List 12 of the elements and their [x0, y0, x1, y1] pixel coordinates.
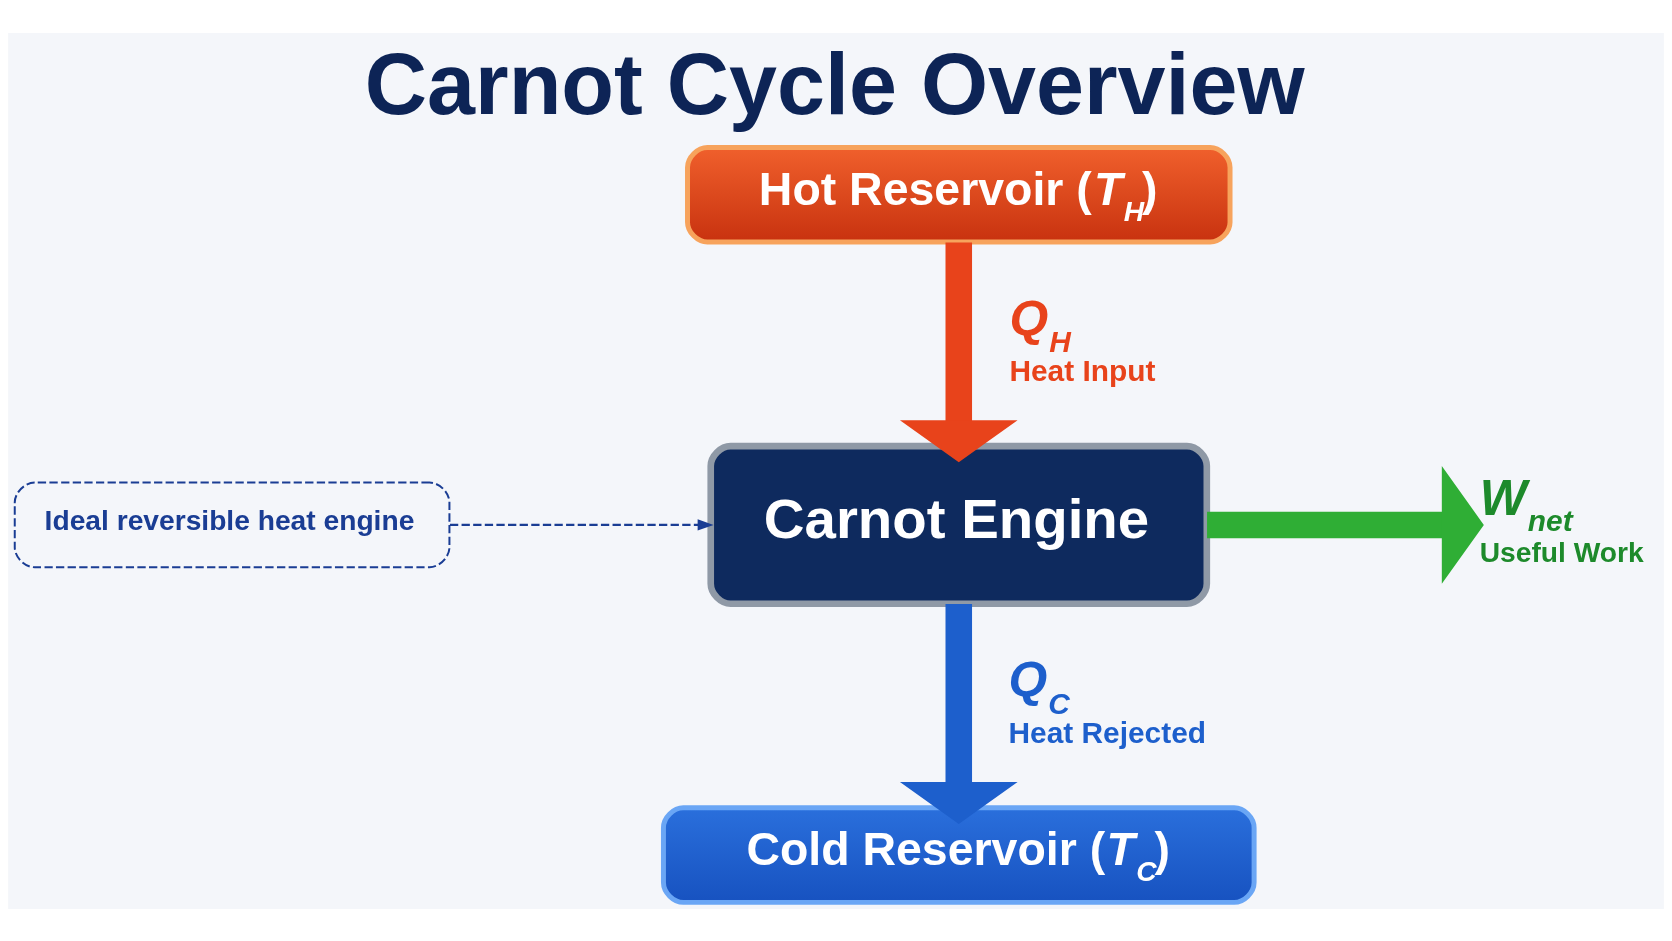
diagram-title: Carnot Cycle Overview	[364, 35, 1305, 132]
node-box: Cold Reservoir (T$_{C}$)	[660, 804, 1257, 905]
arrow	[1207, 465, 1484, 584]
arrow	[899, 603, 1018, 824]
arrow	[449, 518, 714, 530]
node-text: W$_{net}$ Useful Work	[1479, 469, 1644, 568]
node-box: Ideal reversible heat engine	[13, 481, 451, 568]
arrow	[899, 242, 1018, 462]
edge-label: Q$_{H}$ Heat Input	[1009, 290, 1156, 387]
node-box: Hot Reservoir (T$_{H}$)	[685, 144, 1233, 245]
edge-label: Q$_{C}$ Heat Rejected	[1008, 651, 1207, 749]
node-box: Carnot Engine	[707, 442, 1211, 607]
